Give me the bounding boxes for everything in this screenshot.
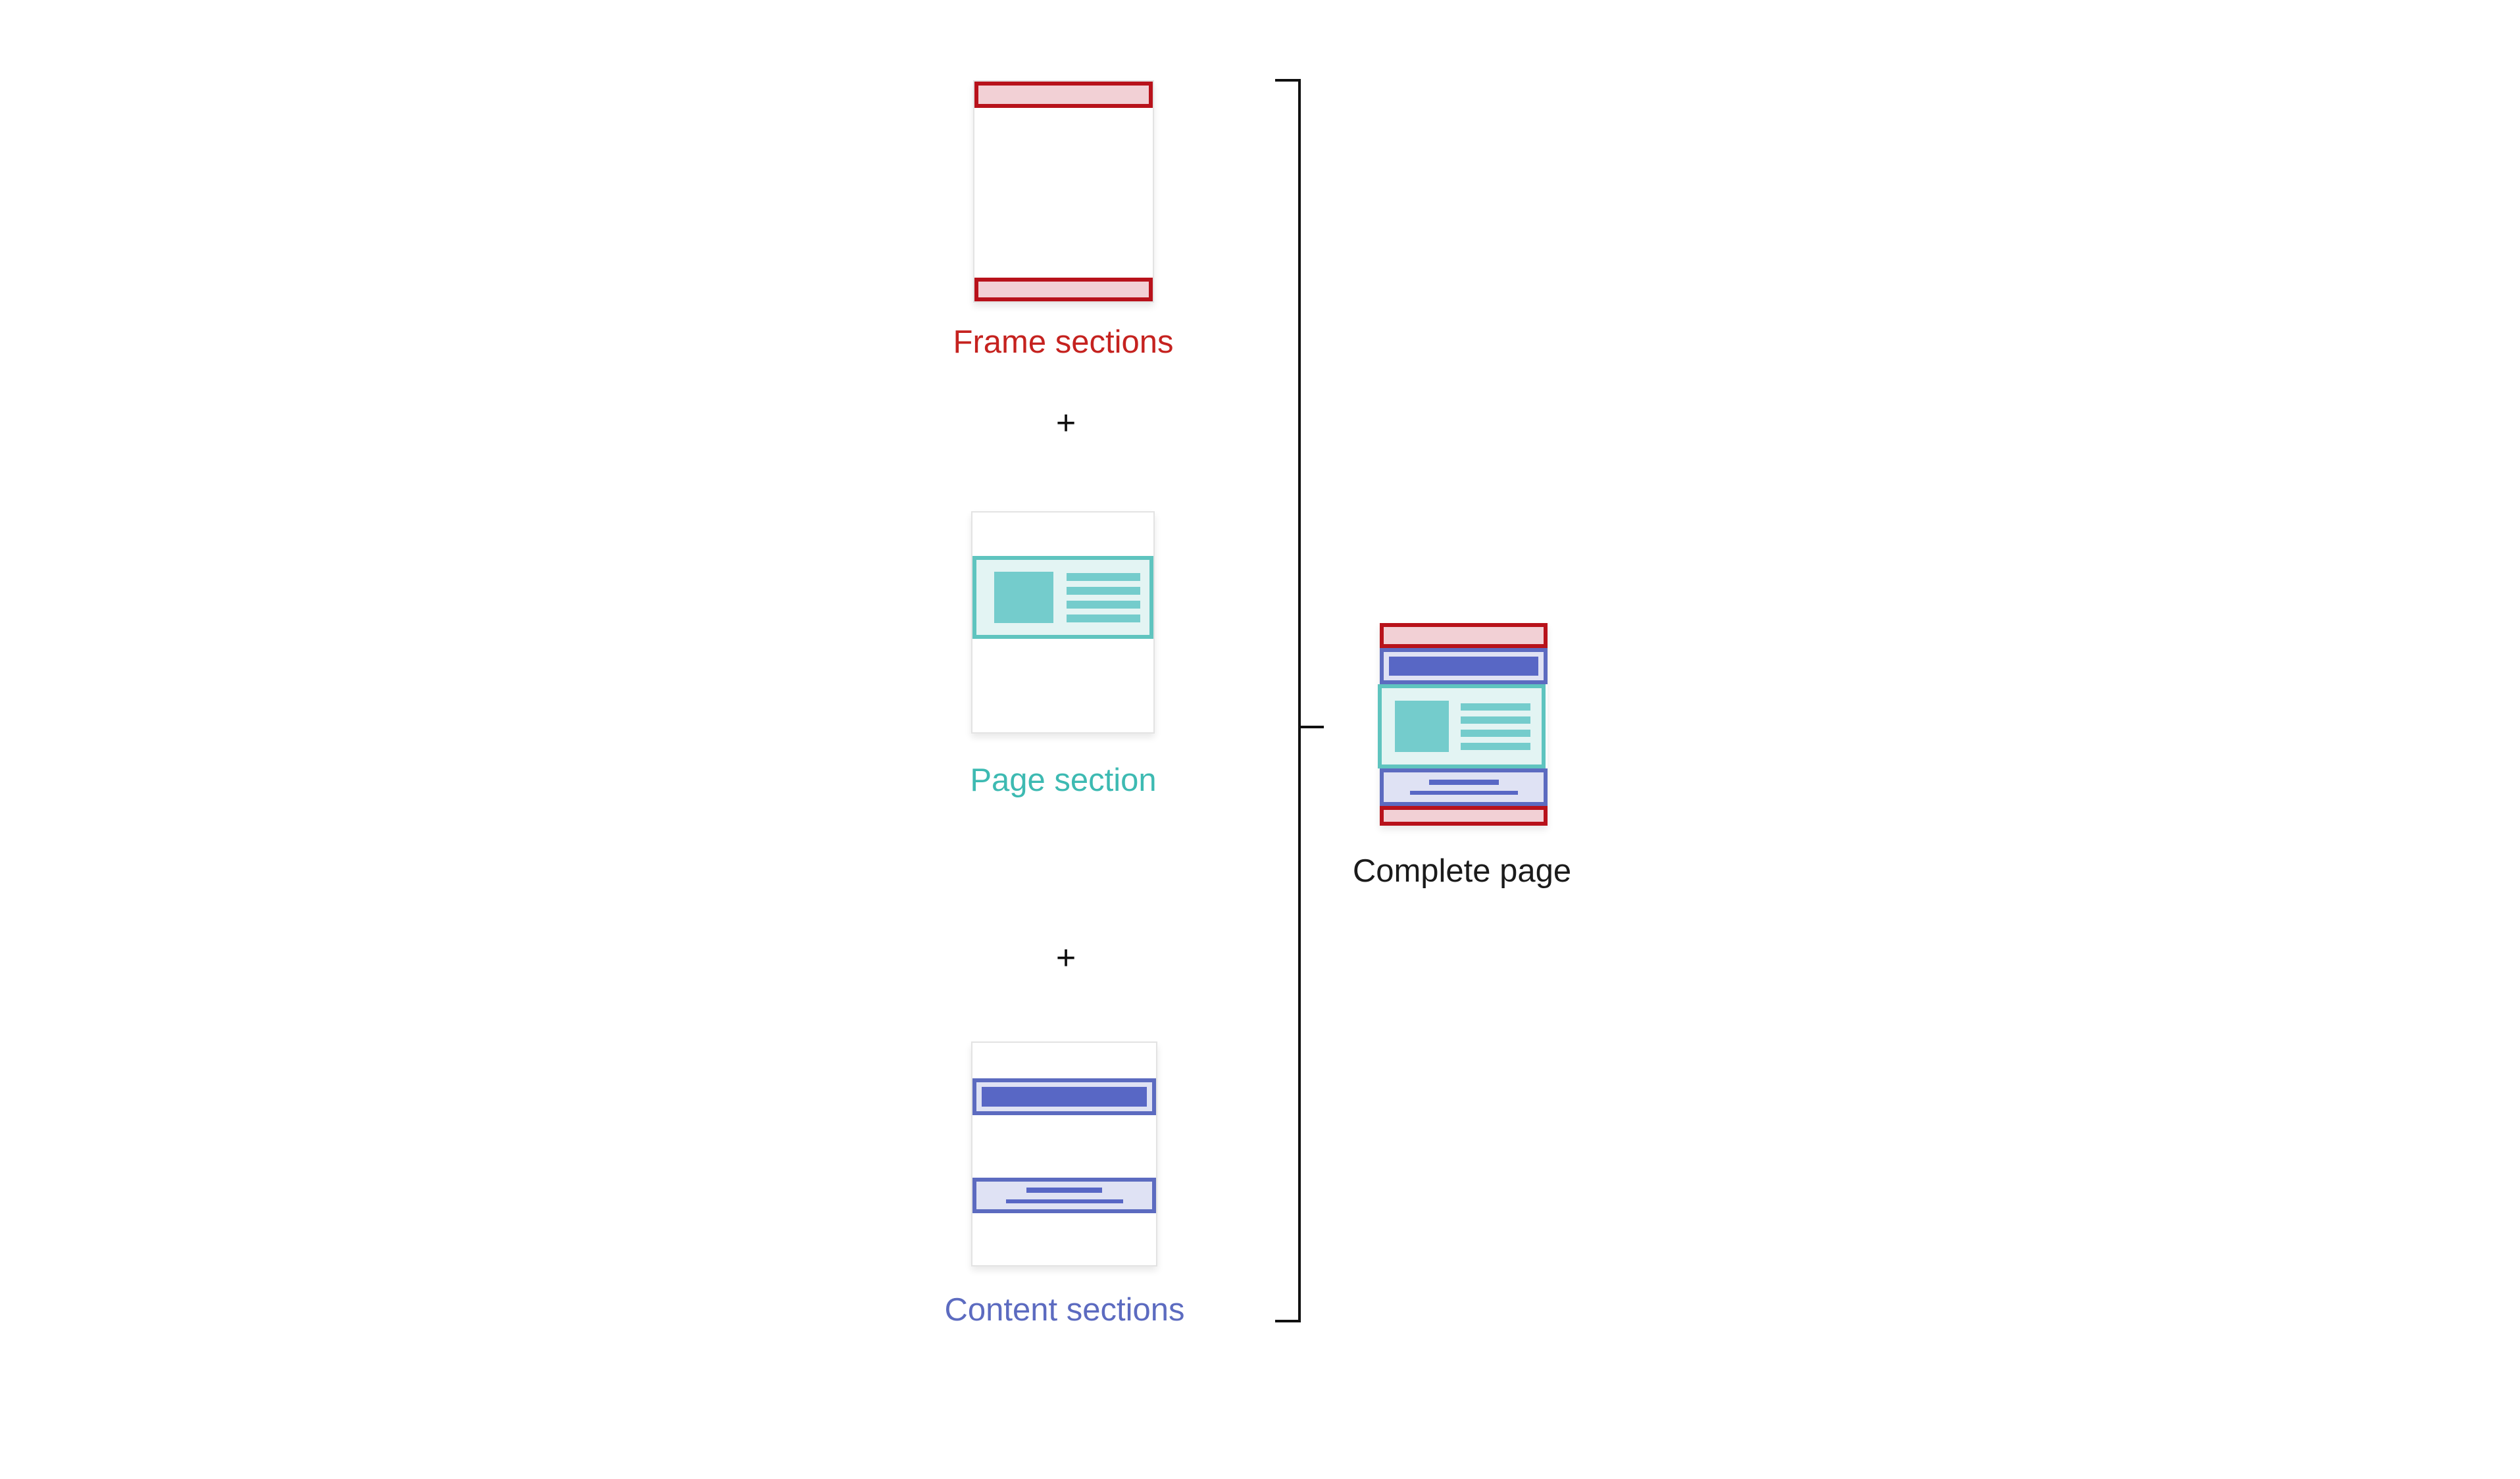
text-line xyxy=(1461,729,1530,737)
text-line xyxy=(1461,703,1530,711)
complete-frame-header-band xyxy=(1380,623,1548,648)
page-section-thumbnail xyxy=(971,511,1155,734)
text-line xyxy=(1067,614,1140,622)
content-header-band xyxy=(972,1078,1156,1115)
content-header-bar xyxy=(982,1087,1147,1107)
hero-content xyxy=(986,564,1140,631)
text-line xyxy=(1026,1188,1102,1193)
text-line xyxy=(1428,780,1499,785)
footer-text-lines xyxy=(1384,772,1544,802)
complete-frame-footer-band xyxy=(1380,806,1548,826)
hero-image-placeholder xyxy=(1395,701,1449,752)
complete-hero-content xyxy=(1388,689,1535,763)
complete-page-hero-band xyxy=(1378,684,1546,768)
text-line xyxy=(1461,716,1530,724)
content-footer-band xyxy=(972,1178,1156,1213)
text-line xyxy=(1067,600,1140,609)
bracket-result-tick xyxy=(1301,726,1324,728)
frame-sections-label: Frame sections xyxy=(953,324,1174,360)
text-line xyxy=(1461,742,1530,750)
frame-footer-band xyxy=(974,278,1153,301)
frame-header-band xyxy=(974,82,1153,108)
complete-content-footer-band xyxy=(1380,768,1548,806)
text-line xyxy=(1067,586,1140,595)
hero-text-lines xyxy=(1067,572,1140,622)
content-sections-label: Content sections xyxy=(944,1292,1185,1328)
frame-sections-thumbnail xyxy=(973,80,1154,303)
footer-text-lines xyxy=(976,1182,1152,1209)
plus-operator-2: + xyxy=(1055,939,1076,977)
hero-image-placeholder xyxy=(994,572,1053,623)
page-hero-band xyxy=(972,556,1153,639)
plus-operator-1: + xyxy=(1055,404,1076,442)
page-section-label: Page section xyxy=(970,763,1157,798)
text-line xyxy=(1409,791,1518,795)
complete-page-label: Complete page xyxy=(1352,853,1572,889)
bracket-vertical-line xyxy=(1298,79,1301,1322)
bracket-top-arm xyxy=(1275,79,1301,82)
text-line xyxy=(1005,1199,1123,1203)
complete-content-header-band xyxy=(1380,648,1548,684)
complete-header-bar xyxy=(1389,657,1538,676)
hero-text-lines xyxy=(1461,703,1530,750)
text-line xyxy=(1067,572,1140,581)
content-sections-thumbnail xyxy=(971,1041,1157,1266)
complete-page-thumbnail xyxy=(1378,623,1548,826)
bracket-bottom-arm xyxy=(1275,1320,1301,1322)
